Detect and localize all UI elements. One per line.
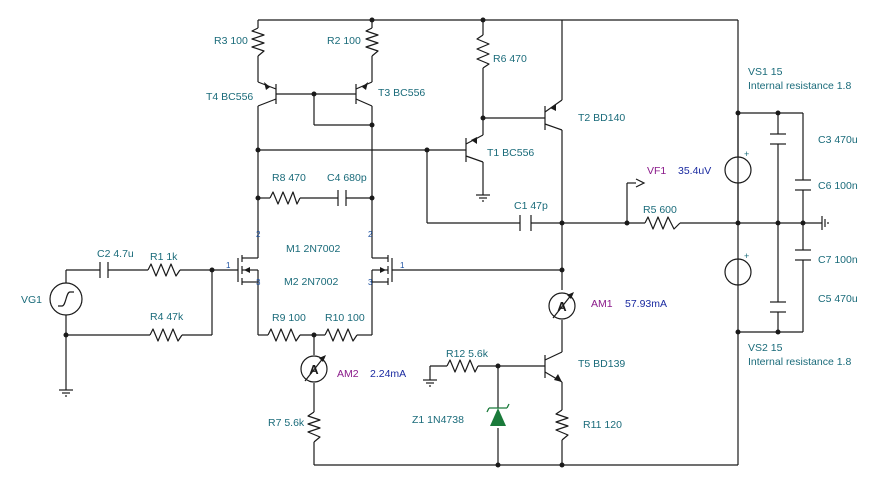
pin-m2-drain: 2: [368, 230, 373, 239]
transistor-t5: [544, 351, 563, 383]
resistor-r7: [307, 411, 321, 443]
label-r2: R2 100: [327, 35, 361, 47]
label-r6: R6 470: [493, 53, 527, 65]
am2-value: 2.24mA: [370, 368, 406, 380]
label-c6: C6 100n: [818, 180, 858, 192]
label-m1: M1 2N7002: [286, 243, 340, 255]
label-c1: C1 47p: [514, 200, 548, 212]
vs2-plus-icon: +: [744, 251, 749, 261]
label-c7: C7 100n: [818, 254, 858, 266]
resistor-r9: [267, 328, 301, 342]
ground-icon: [59, 389, 73, 397]
label-r9: R9 100: [272, 312, 306, 324]
junction-dots: [63, 17, 806, 468]
label-c2: C2 4.7u: [97, 248, 134, 260]
ground-icon: [821, 216, 829, 230]
voltmeter-probe-vf1: [635, 178, 646, 188]
capacitor-c6: [795, 179, 811, 191]
label-c3: C3 470u: [818, 134, 858, 146]
resistor-r6: [476, 34, 490, 69]
am1-symbol-icon: A: [557, 299, 567, 314]
capacitor-c2: [99, 262, 109, 278]
zener-z1: [486, 403, 510, 426]
resistor-r11: [555, 409, 569, 441]
vs1-plus-icon: +: [744, 149, 749, 159]
wires: [65, 19, 822, 466]
label-t4: T4 BC556: [206, 91, 253, 103]
pin-m1-gate: 1: [226, 261, 231, 270]
capacitor-c4: [337, 190, 347, 206]
label-r1: R1 1k: [150, 251, 178, 263]
label-c4: C4 680p: [327, 172, 367, 184]
ammeter-am1: A: [548, 292, 576, 320]
capacitor-c3: [770, 133, 786, 145]
supply-vs1: +: [724, 113, 752, 223]
ground-icon: [423, 379, 437, 387]
transistor-t4: [257, 81, 277, 107]
label-r8: R8 470: [272, 172, 306, 184]
label-r11: R11 120: [583, 419, 622, 431]
label-vs1-resistance: Internal resistance 1.8: [748, 80, 851, 92]
label-t5: T5 BD139: [578, 358, 625, 370]
am2-symbol-icon: A: [309, 362, 319, 377]
capacitor-c1: [519, 215, 532, 231]
resistor-r3: [251, 27, 265, 57]
transistor-t2: [544, 99, 563, 131]
label-z1: Z1 1N4738: [412, 414, 464, 426]
label-r4: R4 47k: [150, 311, 184, 323]
label-r10: R10 100: [325, 312, 365, 324]
label-m2: M2 2N7002: [284, 276, 338, 288]
pin-m2-gate: 1: [400, 261, 405, 270]
transistor-t1: [465, 134, 484, 163]
resistor-r10: [324, 328, 358, 342]
ammeter-am2: A: [300, 355, 328, 383]
label-c5: C5 470u: [818, 293, 858, 305]
pin-labels: 2 1 3 2 1 3: [226, 230, 405, 287]
label-vs2: VS2 15: [748, 342, 783, 354]
label-r12: R12 5.6k: [446, 348, 489, 360]
vf1-name: VF1: [647, 165, 666, 177]
am1-name: AM1: [591, 298, 613, 310]
label-vs2-resistance: Internal resistance 1.8: [748, 356, 851, 368]
label-t2: T2 BD140: [578, 112, 625, 124]
pin-m1-drain: 2: [256, 230, 261, 239]
ground-icon: [476, 194, 490, 202]
resistor-r5: [644, 216, 681, 230]
label-t1: T1 BC556: [487, 147, 534, 159]
signal-source-vg1: [49, 282, 83, 316]
am1-value: 57.93mA: [625, 298, 667, 310]
supply-vs2: +: [724, 251, 752, 286]
resistor-r4: [149, 328, 183, 342]
mosfet-m1: [237, 255, 259, 285]
capacitor-c7: [795, 249, 811, 261]
meter-readouts: VF1 35.4uV AM1 57.93mA AM2 2.24mA: [337, 165, 711, 380]
label-r5: R5 600: [643, 204, 677, 216]
label-vg1: VG1: [21, 294, 42, 306]
pin-m1-source: 3: [256, 278, 261, 287]
label-t3: T3 BC556: [378, 87, 425, 99]
am2-name: AM2: [337, 368, 359, 380]
label-r7: R7 5.6k: [268, 417, 305, 429]
capacitor-c5: [770, 301, 786, 313]
transistor-t3: [355, 81, 373, 107]
mosfet-m2: [371, 255, 393, 285]
resistor-r8: [269, 191, 301, 205]
resistor-r12: [446, 359, 479, 373]
component-labels: R3 100 R2 100 R6 470 T4 BC556 T3 BC556 T…: [21, 35, 858, 431]
vf1-value: 35.4uV: [678, 165, 711, 177]
resistor-r1: [147, 263, 181, 277]
resistor-r2: [365, 27, 379, 57]
label-vs1: VS1 15: [748, 66, 783, 78]
pin-m2-source: 3: [368, 278, 373, 287]
label-r3: R3 100: [214, 35, 248, 47]
